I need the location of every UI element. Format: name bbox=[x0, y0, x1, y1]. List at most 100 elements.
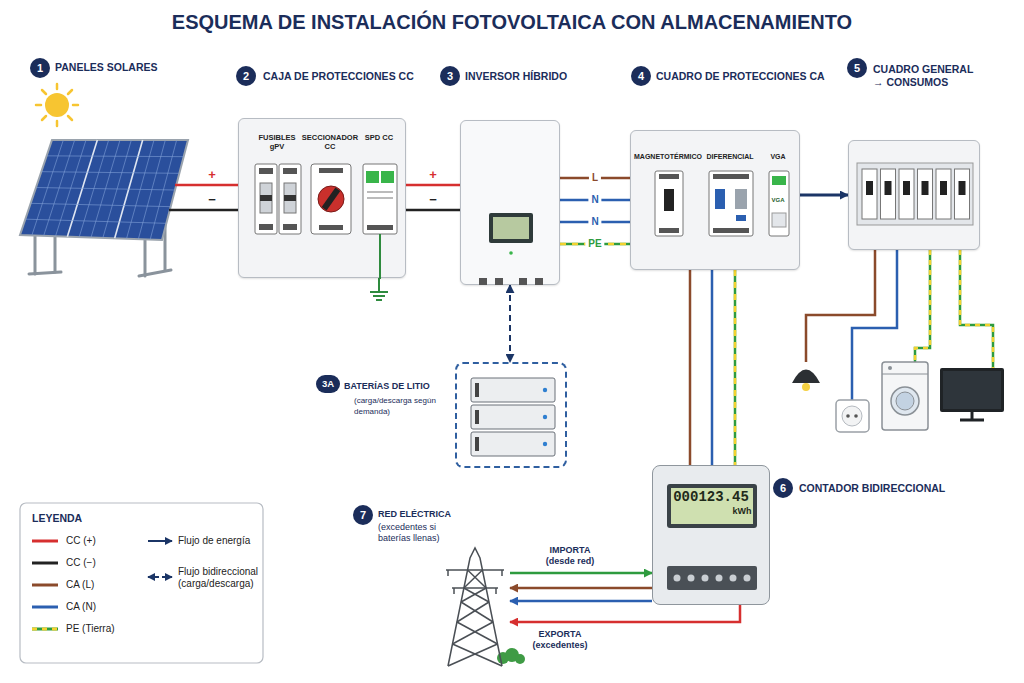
surge-protector bbox=[363, 164, 397, 279]
wire bbox=[510, 587, 652, 590]
wire bbox=[711, 270, 714, 465]
solar-panel bbox=[175, 184, 200, 187]
washing-machine-icon bbox=[891, 387, 919, 415]
wire bbox=[406, 209, 460, 212]
socket-icon bbox=[836, 400, 869, 432]
panel-cells bbox=[25, 140, 183, 240]
breaker-panel bbox=[885, 181, 892, 195]
pylon-brace bbox=[464, 570, 483, 588]
pylon-brace bbox=[457, 602, 489, 622]
breaker-panel bbox=[922, 181, 929, 195]
callout-number: 3A bbox=[316, 375, 340, 393]
vga-device bbox=[769, 171, 789, 236]
wire bbox=[510, 572, 652, 575]
connector bbox=[735, 270, 736, 465]
breaker-panel bbox=[881, 169, 896, 219]
solar-panel bbox=[29, 272, 61, 274]
fuse-holder bbox=[283, 224, 297, 230]
pylon-brace bbox=[448, 644, 498, 666]
legend-box bbox=[20, 503, 263, 663]
connector bbox=[510, 285, 511, 362]
node-heading: BATERÍAS DE LITIO bbox=[344, 380, 430, 392]
battery-stack bbox=[475, 410, 479, 424]
breaker-panel bbox=[862, 169, 877, 219]
circuit-breaker bbox=[659, 228, 679, 233]
device-label: MAGNETOTÉRMICO bbox=[634, 152, 702, 161]
node-heading: CONTADOR BIDIRECCIONAL bbox=[799, 482, 945, 495]
device-label: SECCIONADOR CC bbox=[298, 133, 362, 151]
device-marking: VGA bbox=[771, 197, 784, 204]
tv-icon bbox=[940, 368, 1004, 412]
lamp-icon bbox=[792, 370, 820, 392]
solar-panel bbox=[20, 140, 188, 240]
breaker-panel bbox=[849, 141, 981, 251]
solar-panel bbox=[34, 236, 37, 274]
lamp-icon bbox=[792, 370, 820, 384]
fuse-holder bbox=[259, 168, 273, 174]
pylon bbox=[448, 548, 502, 666]
pylon bbox=[501, 570, 503, 576]
ground-symbol bbox=[378, 278, 380, 292]
legend-text: Flujo de energía bbox=[178, 535, 250, 547]
connector bbox=[690, 270, 691, 465]
legend-title: LEYENDA bbox=[32, 512, 82, 524]
solar-panel bbox=[15, 130, 200, 280]
wire-label: N bbox=[588, 194, 601, 206]
solar-panel bbox=[139, 270, 171, 276]
earth-wire bbox=[734, 270, 737, 465]
breaker-panel bbox=[918, 169, 933, 219]
pylon bbox=[448, 570, 502, 666]
meter-body bbox=[702, 575, 709, 582]
dc-disconnector bbox=[318, 186, 344, 212]
callout-number: 7 bbox=[353, 505, 373, 525]
meter-body bbox=[716, 575, 723, 582]
fuse-holder bbox=[260, 183, 272, 213]
breaker-panel bbox=[936, 169, 951, 219]
surge-protector bbox=[379, 234, 381, 279]
sun bbox=[68, 116, 72, 120]
battery-stack bbox=[471, 405, 555, 429]
callout-number: 1 bbox=[30, 58, 50, 78]
pylon-brace bbox=[464, 588, 489, 602]
battery-stack bbox=[457, 364, 569, 470]
legend-sample bbox=[32, 540, 58, 543]
pylon bbox=[495, 588, 497, 594]
fuse-holder bbox=[260, 195, 272, 201]
inverter-unit bbox=[535, 278, 543, 285]
sun bbox=[36, 84, 78, 126]
device-label: SPD CC bbox=[364, 133, 394, 142]
surge-protector bbox=[366, 171, 379, 183]
breaker-panel bbox=[959, 181, 966, 195]
vga-device bbox=[772, 213, 786, 227]
inverter-unit bbox=[493, 217, 529, 239]
meter-body bbox=[667, 484, 757, 528]
pylon-brace bbox=[461, 588, 486, 602]
callout-number: 3 bbox=[440, 66, 460, 86]
legend-sample bbox=[32, 628, 58, 631]
wire bbox=[200, 184, 238, 187]
polarity-mark: + bbox=[208, 168, 216, 182]
rcd-switch bbox=[715, 189, 725, 209]
washing-machine-icon bbox=[882, 374, 928, 375]
battery-stack bbox=[475, 437, 479, 451]
bush bbox=[515, 654, 525, 664]
wire bbox=[510, 605, 740, 622]
battery-stack bbox=[543, 388, 547, 392]
connector bbox=[406, 210, 460, 211]
device-label: VGA bbox=[770, 152, 785, 161]
socket-icon bbox=[854, 414, 858, 418]
meter-body bbox=[671, 488, 753, 524]
node-heading: PANELES SOLARES bbox=[55, 61, 158, 74]
wire-label: EXPORTA (excedentes) bbox=[520, 629, 600, 650]
inverter-unit bbox=[479, 278, 487, 285]
fuse-holder bbox=[255, 164, 301, 234]
fuse-holder bbox=[259, 224, 273, 230]
tv-icon bbox=[943, 371, 1001, 409]
legend-text: CA (N) bbox=[66, 601, 96, 613]
rcd-switch bbox=[736, 215, 746, 221]
legend-sample bbox=[32, 562, 58, 565]
pylon bbox=[453, 588, 455, 594]
surge-protector bbox=[381, 171, 394, 183]
